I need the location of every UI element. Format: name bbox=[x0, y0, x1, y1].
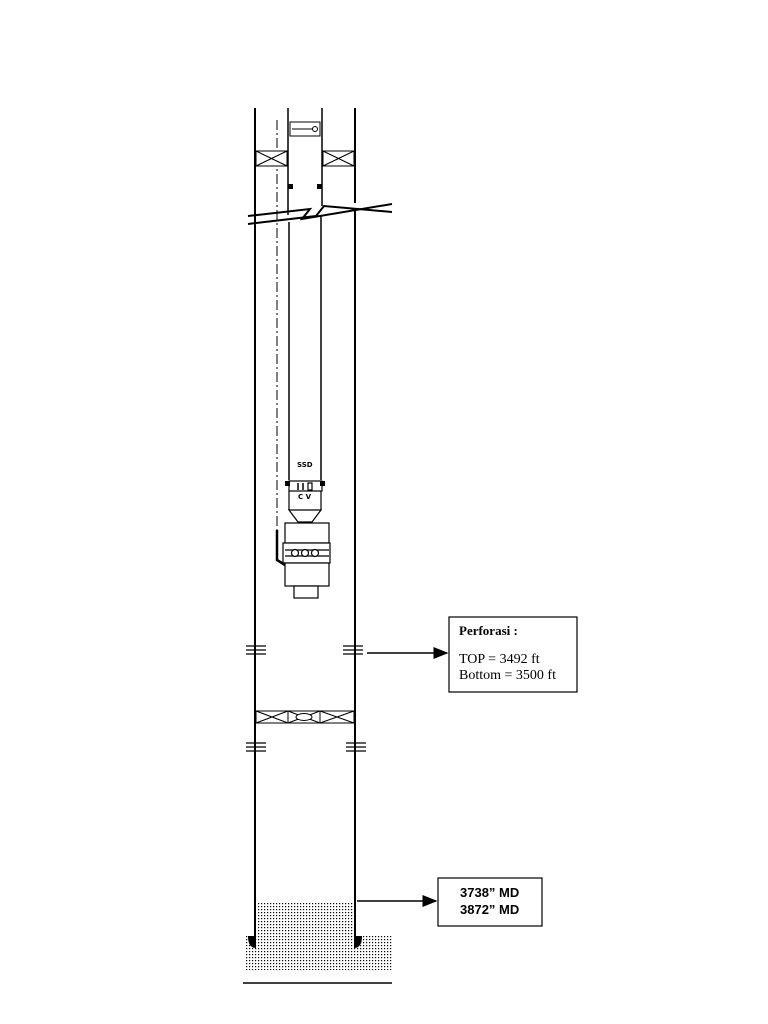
depth-line-1: 3738” MD bbox=[460, 885, 519, 900]
safety-valve bbox=[289, 121, 321, 137]
casing-shoe-right bbox=[354, 936, 362, 948]
break-lines bbox=[247, 203, 393, 225]
casing-shoe-left bbox=[248, 936, 256, 948]
perforation-box: Perforasi : TOP = 3492 ft Bottom = 3500 … bbox=[448, 616, 578, 693]
collar-left bbox=[288, 184, 293, 189]
ssd bbox=[285, 480, 325, 492]
casing bbox=[254, 108, 356, 945]
perforation-bottom: Bottom = 3500 ft bbox=[459, 668, 556, 683]
perforation-lower bbox=[246, 742, 366, 752]
bridge-plug bbox=[255, 710, 355, 724]
tubing bbox=[287, 108, 323, 480]
ssd-label: SSD bbox=[297, 461, 313, 469]
tool-assembly bbox=[282, 491, 331, 599]
depth-box: 3738” MD 3872” MD bbox=[437, 877, 543, 927]
perforation-upper bbox=[246, 645, 363, 655]
depth-line-2: 3872” MD bbox=[460, 902, 519, 917]
perforation-top: TOP = 3492 ft bbox=[459, 652, 540, 667]
perforation-title: Perforasi : bbox=[459, 623, 518, 638]
upper-packer bbox=[255, 150, 355, 167]
cv-label: C V bbox=[298, 493, 312, 501]
sand-fill-bottom bbox=[246, 936, 392, 970]
collar-right bbox=[317, 184, 322, 189]
